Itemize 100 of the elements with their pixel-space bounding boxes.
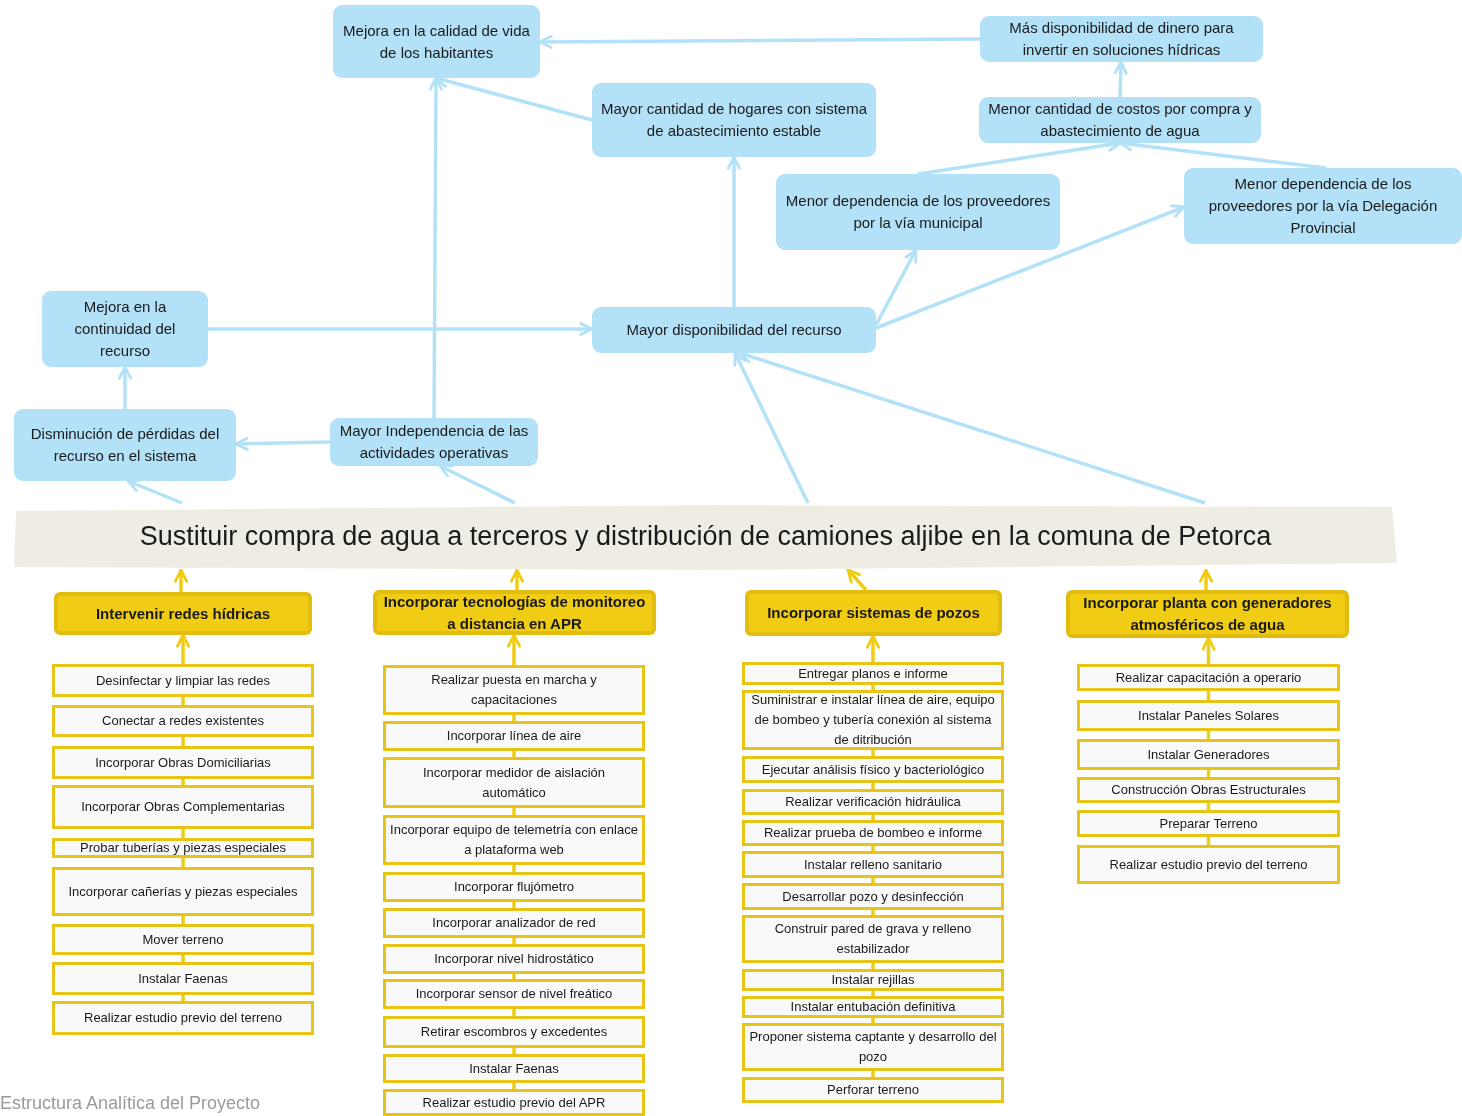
activity-box: Incorporar medidor de aislación automático <box>383 757 645 808</box>
objective-box: Incorporar planta con generadores atmosféricos de agua <box>1066 590 1349 638</box>
activity-box: Construcción Obras Estructurales <box>1077 777 1340 803</box>
connector-line <box>181 858 185 867</box>
connector-line <box>512 902 516 908</box>
activity-box: Retirar escombros y excedentes <box>383 1016 645 1048</box>
connector-line <box>181 697 185 705</box>
objective-box: Intervenir redes hídricas <box>54 592 312 635</box>
arrow <box>874 248 918 326</box>
effect-box: Disminución de pérdidas del recurso en el sistema <box>14 409 236 481</box>
arrow <box>507 633 521 665</box>
effect-box: Mayor Independencia de las actividades operativas <box>330 418 538 466</box>
arrow <box>118 365 132 409</box>
activity-box: Instalar entubación definitiva <box>742 996 1004 1018</box>
connector-line <box>512 715 516 721</box>
effect-box: Menor dependencia de los proveedores por la vía Delegación Provincial <box>1184 168 1462 244</box>
activity-box: Incorporar Obras Complementarias <box>52 785 314 829</box>
activity-box: Incorporar equipo de telemetría con enlace a plataforma web <box>383 815 645 865</box>
activity-box: Instalar relleno sanitario <box>742 851 1004 878</box>
arrow <box>1201 636 1216 664</box>
activity-box: Desarrollar pozo y desinfección <box>742 883 1004 910</box>
arrow <box>176 633 190 664</box>
arrow <box>438 464 516 505</box>
activity-box: Proponer sistema captante y desarrollo del pozo <box>742 1023 1004 1071</box>
activity-box: Perforar terreno <box>742 1077 1004 1103</box>
activity-box: Incorporar nivel hidrostático <box>383 944 645 974</box>
arrow <box>126 478 183 505</box>
activity-box: Incorporar Obras Domiciliarias <box>52 746 314 779</box>
connector-line <box>512 938 516 944</box>
arrow <box>875 204 1186 330</box>
effect-box: Mejora en la calidad de vida de los habitantes <box>333 5 540 78</box>
activity-box: Incorporar flujómetro <box>383 872 645 902</box>
activity-box: Incorporar analizador de red <box>383 908 645 938</box>
activity-box: Preparar Terreno <box>1077 810 1340 837</box>
effect-box: Menor cantidad de costos por compra y abastecimiento de agua <box>979 97 1261 143</box>
activity-box: Incorporar línea de aire <box>383 721 645 751</box>
connector-line <box>512 1009 516 1016</box>
activity-box: Instalar Faenas <box>383 1054 645 1083</box>
arrow <box>428 76 443 418</box>
connector-line <box>871 910 875 915</box>
activity-box: Realizar verificación hidráulica <box>742 789 1004 815</box>
connector-line <box>181 955 185 962</box>
effect-box: Más disponibilidad de dinero para invertir en soluciones hídricas <box>980 16 1263 62</box>
connector-line <box>871 1018 875 1023</box>
connector-line <box>181 995 185 1001</box>
arrow <box>1113 60 1128 98</box>
activity-box: Realizar capacitación a operario <box>1077 664 1340 691</box>
activity-box: Realizar prueba de bombeo e informe <box>742 820 1004 846</box>
activity-box: Entregar planos e informe <box>742 662 1004 685</box>
arrow <box>1199 568 1213 590</box>
activity-box: Mover terreno <box>52 924 314 955</box>
connector-line <box>181 779 185 785</box>
connector-line <box>871 685 875 690</box>
connector-line <box>871 750 875 756</box>
connector-line <box>871 991 875 996</box>
arrow <box>727 155 741 307</box>
objective-box: Incorporar sistemas de pozos <box>745 590 1002 636</box>
connector-line <box>181 829 185 838</box>
arrow <box>174 568 188 592</box>
arrow <box>866 634 880 662</box>
effect-box: Mejora en la continuidad del recurso <box>42 291 208 367</box>
activity-box: Ejecutar análisis físico y bacteriológico <box>742 756 1004 783</box>
activity-box: Realizar estudio previo del APR <box>383 1089 645 1116</box>
connector-line <box>512 1083 516 1089</box>
activity-box: Construir pared de grava y relleno estabilizador <box>742 915 1004 963</box>
connector-line <box>871 783 875 789</box>
goal-band: Sustituir compra de agua a terceros y distribución de camiones aljibe en la comuna de Petorca <box>14 503 1397 570</box>
activity-box: Instalar Paneles Solares <box>1077 700 1340 731</box>
arrow <box>538 34 980 49</box>
connector-line <box>512 865 516 872</box>
activity-box: Suministrar e instalar línea de aire, equipo de bombeo y tubería conexión al sistema de ditribución <box>742 690 1004 750</box>
activity-box: Instalar Faenas <box>52 962 314 995</box>
connector-line <box>512 751 516 757</box>
caption: Estructura Analítica del Proyecto <box>0 1093 261 1114</box>
effect-box: Mayor disponibilidad del recurso <box>592 307 876 353</box>
arrow <box>208 322 594 336</box>
activity-box: Realizar puesta en marcha y capacitaciones <box>383 665 645 715</box>
connector-line <box>512 974 516 979</box>
activity-box: Desinfectar y limpiar las redes <box>52 664 314 697</box>
activity-box: Probar tuberías y piezas especiales <box>52 838 314 858</box>
objective-box: Incorporar tecnologías de monitoreo a distancia en APR <box>373 590 656 635</box>
connector-line <box>871 846 875 851</box>
activity-box: Conectar a redes existentes <box>52 705 314 737</box>
connector-line <box>512 808 516 815</box>
connector-line <box>871 815 875 820</box>
connector-line <box>512 1048 516 1054</box>
activity-box: Instalar Generadores <box>1077 739 1340 770</box>
activity-box: Realizar estudio previo del terreno <box>52 1001 314 1035</box>
connector-line <box>181 737 185 746</box>
effect-box: Menor dependencia de los proveedores por la vía municipal <box>776 174 1060 250</box>
connector-line <box>181 916 185 924</box>
activity-box: Realizar estudio previo del terreno <box>1077 845 1340 884</box>
activity-box: Instalar rejillas <box>742 969 1004 991</box>
arrow <box>234 436 331 451</box>
effect-box: Mayor cantidad de hogares con sistema de abastecimiento estable <box>592 83 876 157</box>
connector-line <box>871 1071 875 1077</box>
arrow <box>846 568 868 592</box>
connector-line <box>871 963 875 969</box>
connector-line <box>871 878 875 883</box>
arrow <box>733 351 810 504</box>
